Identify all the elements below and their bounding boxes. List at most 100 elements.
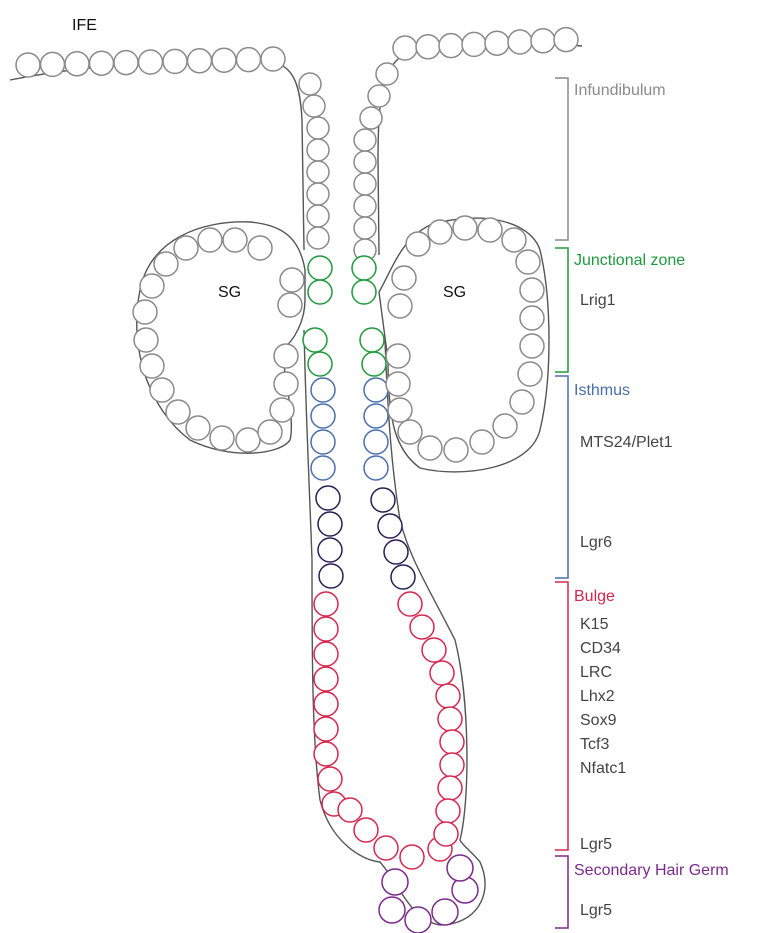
zone-title-bulge: Bulge — [574, 588, 615, 605]
sebaceous-gland-cell — [453, 216, 477, 240]
epidermis-cell — [485, 31, 509, 55]
isthmus-cell — [311, 456, 335, 480]
isthmus-cell — [311, 430, 335, 454]
isthmus-lower-cell — [384, 540, 408, 564]
zone-title-secondary-hair-germ: Secondary Hair Germ — [574, 862, 729, 879]
sebaceous-gland-cell — [198, 228, 222, 252]
infundibulum-cell — [368, 85, 390, 107]
epidermis-cell — [139, 50, 163, 74]
marker-tcf3: Tcf3 — [580, 736, 609, 753]
infundibulum-cell — [354, 195, 376, 217]
sebaceous-gland-cell — [274, 344, 298, 368]
sebaceous-gland-cell — [223, 228, 247, 252]
marker-sox9: Sox9 — [580, 712, 617, 729]
marker-lrc: LRC — [580, 664, 612, 681]
sebaceous-gland-cell — [386, 344, 410, 368]
marker-lrig1: Lrig1 — [580, 292, 616, 309]
epidermis-cell — [114, 51, 138, 75]
bulge-cell — [374, 836, 398, 860]
sebaceous-gland-cell — [388, 294, 412, 318]
sebaceous-gland-cell — [520, 334, 544, 358]
sebaceous-gland-cell — [278, 293, 302, 317]
epidermis-cell — [393, 36, 417, 60]
secondary-hair-germ-cell — [432, 899, 458, 925]
sebaceous-gland-cell — [520, 278, 544, 302]
bulge-cell — [422, 638, 446, 662]
cell-layer — [16, 28, 578, 933]
marker-cd34: CD34 — [580, 640, 621, 657]
sebaceous-gland-cell — [186, 416, 210, 440]
isthmus-lower-cell — [318, 538, 342, 562]
bulge-cell — [410, 615, 434, 639]
isthmus-lower-cell — [316, 486, 340, 510]
epidermis-cell — [16, 53, 40, 77]
bulge-cell — [398, 592, 422, 616]
sebaceous-gland-cell — [470, 430, 494, 454]
sebaceous-gland-cell — [493, 414, 517, 438]
sebaceous-gland-cell — [428, 220, 452, 244]
epidermis-cell — [508, 30, 532, 54]
infundibulum-cell — [354, 151, 376, 173]
sebaceous-gland-cell — [166, 400, 190, 424]
bracket-secondary-hair-germ — [555, 856, 568, 928]
left-epidermis-outline — [10, 60, 304, 250]
bulge-cell — [436, 684, 460, 708]
sebaceous-gland-cell — [516, 250, 540, 274]
infundibulum-cell — [307, 183, 329, 205]
infundibulum-cell — [354, 173, 376, 195]
infundibulum-cell — [307, 227, 329, 249]
bracket-infundibulum — [555, 78, 568, 240]
infundibulum-cell — [354, 129, 376, 151]
junctional-zone-cell — [308, 256, 332, 280]
epidermis-cell — [531, 29, 555, 53]
sebaceous-gland-cell — [418, 436, 442, 460]
bulge-cell — [314, 742, 338, 766]
bulge-cell — [314, 617, 338, 641]
sebaceous-gland-cell — [150, 378, 174, 402]
infundibulum-cell — [354, 217, 376, 239]
epidermis-cell — [188, 49, 212, 73]
isthmus-lower-cell — [391, 565, 415, 589]
marker-k15: K15 — [580, 616, 609, 633]
bracket-isthmus — [555, 376, 568, 578]
sebaceous-gland-cell — [392, 266, 416, 290]
bracket-junctional-zone — [555, 248, 568, 372]
marker-lgr5-secondary-hair-germ: Lgr5 — [580, 902, 612, 919]
secondary-hair-germ-cell — [447, 855, 473, 881]
bracket-bulge — [555, 582, 568, 850]
tissue-outlines — [10, 43, 582, 925]
epidermis-cell — [261, 47, 285, 71]
epidermis-cell — [554, 28, 578, 52]
bulge-cell — [338, 798, 362, 822]
isthmus-cell — [364, 404, 388, 428]
marker-nfatc1: Nfatc1 — [580, 760, 626, 777]
bulge-cell — [436, 799, 460, 823]
marker-lgr6: Lgr6 — [580, 534, 612, 551]
sebaceous-gland-cell — [140, 274, 164, 298]
sebaceous-gland-cell — [270, 398, 294, 422]
epidermis-cell — [212, 48, 236, 72]
infundibulum-cell — [307, 117, 329, 139]
isthmus-lower-cell — [319, 564, 343, 588]
sebaceous-gland-cell — [406, 232, 430, 256]
epidermis-cell — [462, 32, 486, 56]
sebaceous-gland-cell — [134, 328, 158, 352]
junctional-zone-cell — [360, 328, 384, 352]
bulge-cell — [400, 845, 424, 869]
sebaceous-gland-cell — [510, 390, 534, 414]
bulge-cell — [314, 667, 338, 691]
bulge-cell — [430, 661, 454, 685]
sebaceous-gland-cell — [520, 306, 544, 330]
sebaceous-gland-cell — [174, 236, 198, 260]
sebaceous-gland-cell — [248, 236, 272, 260]
marker-mts24-plet1: MTS24/Plet1 — [580, 434, 673, 451]
sebaceous-gland-cell — [236, 428, 260, 452]
sg-right-label: SG — [443, 284, 466, 301]
infundibulum-cell — [307, 139, 329, 161]
infundibulum-cell — [376, 63, 398, 85]
sebaceous-gland-cell — [478, 218, 502, 242]
sebaceous-gland-cell — [444, 438, 468, 462]
epidermis-cell — [416, 35, 440, 59]
junctional-zone-cell — [362, 352, 386, 376]
